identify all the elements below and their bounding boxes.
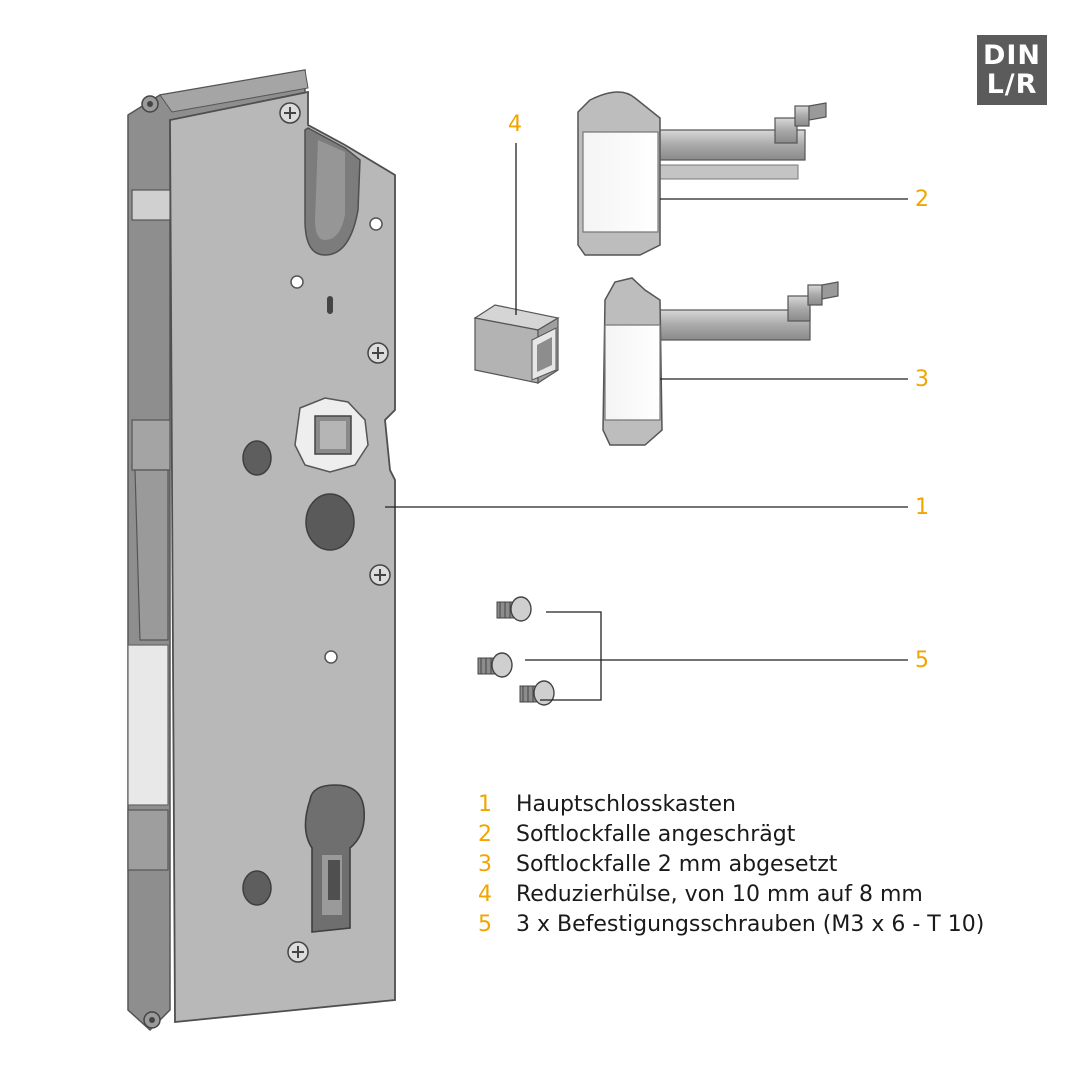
softlock-latch-beveled xyxy=(577,91,827,256)
legend-item: 3 Softlockfalle 2 mm abgesetzt xyxy=(478,852,984,882)
legend-label: Hauptschlosskasten xyxy=(516,792,736,817)
callout-number-1: 1 xyxy=(915,495,929,520)
badge-line-2: L/R xyxy=(986,69,1038,100)
screw-head-icon xyxy=(279,102,391,963)
legend-number: 3 xyxy=(478,852,492,877)
legend-item: 2 Softlockfalle angeschrägt xyxy=(478,822,984,852)
leader-lines xyxy=(385,143,908,701)
parts-legend: 1 Hauptschlosskasten 2 Softlockfalle ang… xyxy=(478,792,984,942)
legend-label: Softlockfalle angeschrägt xyxy=(516,822,796,847)
legend-label: Softlockfalle 2 mm abgesetzt xyxy=(516,852,838,877)
spindle-hub xyxy=(294,397,369,473)
legend-label: Reduzierhülse, von 10 mm auf 8 mm xyxy=(516,882,923,907)
callout-number-3: 3 xyxy=(915,367,929,392)
callout-number-5: 5 xyxy=(915,648,929,673)
main-lock-case xyxy=(127,69,396,1032)
softlock-latch-stepped xyxy=(602,277,839,446)
din-lr-badge: DIN L/R xyxy=(977,35,1047,105)
legend-number: 1 xyxy=(478,792,492,817)
callout-number-4: 4 xyxy=(508,112,522,137)
reducer-sleeve xyxy=(473,304,560,385)
legend-item: 4 Reduzierhülse, von 10 mm auf 8 mm xyxy=(478,882,984,912)
legend-label: 3 x Befestigungsschrauben (M3 x 6 - T 10… xyxy=(516,912,985,937)
legend-number: 4 xyxy=(478,882,492,907)
legend-item: 1 Hauptschlosskasten xyxy=(478,792,984,822)
badge-line-1: DIN xyxy=(982,40,1042,71)
callout-number-2: 2 xyxy=(915,187,929,212)
legend-number: 5 xyxy=(478,912,492,937)
legend-number: 2 xyxy=(478,822,492,847)
mounting-screws xyxy=(477,596,555,706)
cylinder-cutout xyxy=(304,784,366,933)
legend-item: 5 3 x Befestigungsschrauben (M3 x 6 - T … xyxy=(478,912,984,942)
